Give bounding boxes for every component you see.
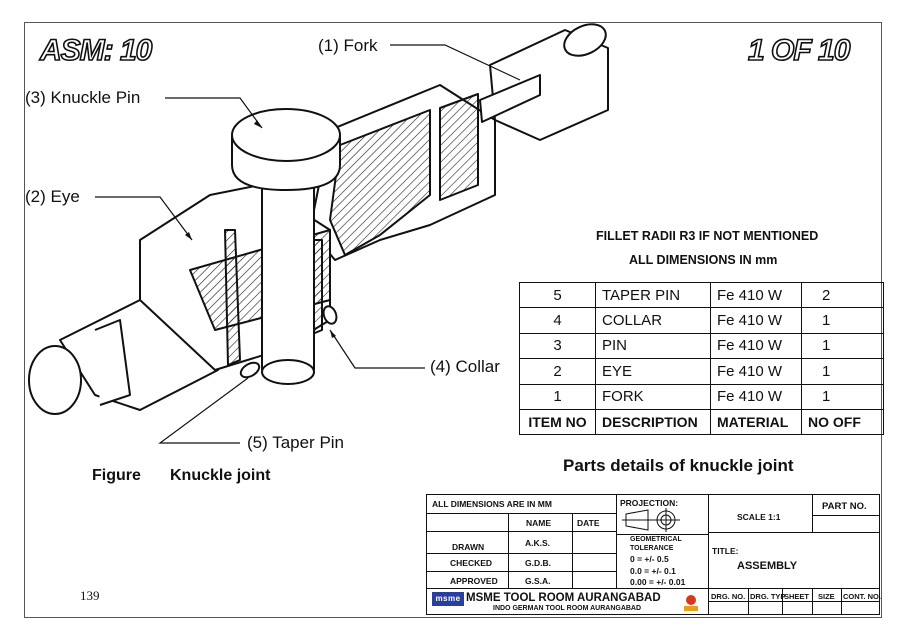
quantity-cell: 1 (801, 358, 884, 385)
quantity-cell: 1 (801, 383, 884, 410)
tolerance-row-1: 0 = +/- 0.5 (630, 554, 669, 564)
table-row: 1 FORK Fe 410 W 1 (519, 383, 884, 410)
quantity-cell: 1 (801, 307, 884, 334)
title-label: TITLE: (712, 546, 739, 556)
item-no-cell: 4 (519, 307, 596, 334)
drawn-name: A.K.S. (525, 538, 551, 548)
description-cell: FORK (595, 383, 711, 410)
callout-fork: (1) Fork (318, 36, 378, 55)
material-cell: Fe 410 W (710, 307, 802, 334)
page-number: 139 (80, 588, 100, 603)
material-cell: Fe 410 W (710, 358, 802, 385)
assembly-number: ASM: 10 (39, 33, 153, 68)
footer-drg-no: DRG. NO. (711, 592, 746, 601)
name-header: NAME (526, 518, 552, 528)
quantity-cell: 2 (801, 281, 884, 309)
dimensions-note: ALL DIMENSIONS IN mm (629, 253, 778, 267)
header-description: DESCRIPTION (595, 408, 711, 436)
item-no-cell: 5 (519, 281, 596, 309)
projection-label: PROJECTION: (620, 498, 679, 508)
date-header: DATE (577, 518, 600, 528)
footer-cont-no: CONT. NO. (843, 592, 881, 601)
callout-taper-pin: (5) Taper Pin (247, 433, 345, 452)
header-no-off: NO OFF (801, 408, 884, 436)
tolerance-row-2: 0.0 = +/- 0.1 (630, 566, 676, 576)
description-cell: TAPER PIN (595, 281, 711, 309)
footer-sheet: SHEET (784, 592, 810, 601)
first-angle-projection-icon (622, 508, 680, 532)
organization-name: MSME TOOL ROOM AURANGABAD (466, 592, 661, 604)
msme-logo: msme (432, 592, 464, 606)
tolerance-row-3: 0.00 = +/- 0.01 (630, 577, 686, 587)
approved-name: G.S.A. (525, 576, 551, 586)
table-row: 2 EYE Fe 410 W 1 (519, 358, 884, 385)
parts-table-title: Parts details of knuckle joint (563, 456, 794, 475)
description-cell: COLLAR (595, 307, 711, 334)
callout-collar: (4) Collar (430, 357, 500, 376)
part-no-label: PART NO. (822, 501, 867, 512)
approved-label: APPROVED (450, 576, 498, 586)
table-row: 5 TAPER PIN Fe 410 W 2 (519, 281, 884, 309)
organization-subtitle: INDO GERMAN TOOL ROOM AURANGABAD (493, 605, 642, 612)
item-no-cell: 3 (519, 332, 596, 360)
material-cell: Fe 410 W (710, 332, 802, 360)
quantity-cell: 1 (801, 332, 884, 360)
item-no-cell: 2 (519, 358, 596, 385)
scale-label: SCALE 1:1 (737, 512, 781, 522)
title-block (426, 494, 880, 615)
footer-drg-type: DRG. TYP (750, 592, 786, 601)
sheet-count: 1 OF 10 (747, 33, 851, 68)
checked-label: CHECKED (450, 558, 493, 568)
parts-table: 5 TAPER PIN Fe 410 W 2 4 COLLAR Fe 410 W… (519, 281, 884, 436)
header-material: MATERIAL (710, 408, 802, 436)
callout-eye: (2) Eye (25, 187, 80, 206)
table-row: 3 PIN Fe 410 W 1 (519, 332, 884, 360)
footer-size: SIZE (818, 592, 835, 601)
description-cell: EYE (595, 358, 711, 385)
table-row: 4 COLLAR Fe 410 W 1 (519, 307, 884, 334)
all-dimensions-label: ALL DIMENSIONS ARE IN MM (432, 499, 552, 509)
figure-label: Figure (92, 467, 141, 484)
callout-knuckle-pin: (3) Knuckle Pin (25, 88, 141, 107)
material-cell: Fe 410 W (710, 383, 802, 410)
igtr-logo-icon (684, 595, 698, 611)
geometrical-label: GEOMETRICAL (630, 536, 682, 543)
description-cell: PIN (595, 332, 711, 360)
drawn-label: DRAWN (452, 542, 485, 552)
material-cell: Fe 410 W (710, 281, 802, 309)
tolerance-label: TOLERANCE (630, 545, 674, 552)
table-header-row: ITEM NO DESCRIPTION MATERIAL NO OFF (519, 408, 884, 436)
title-value: ASSEMBLY (737, 560, 798, 572)
item-no-cell: 1 (519, 383, 596, 410)
fillet-note: FILLET RADII R3 IF NOT MENTIONED (596, 229, 819, 243)
header-item-no: ITEM NO (519, 408, 596, 436)
figure-title: Knuckle joint (170, 467, 271, 484)
checked-name: G.D.B. (525, 558, 551, 568)
